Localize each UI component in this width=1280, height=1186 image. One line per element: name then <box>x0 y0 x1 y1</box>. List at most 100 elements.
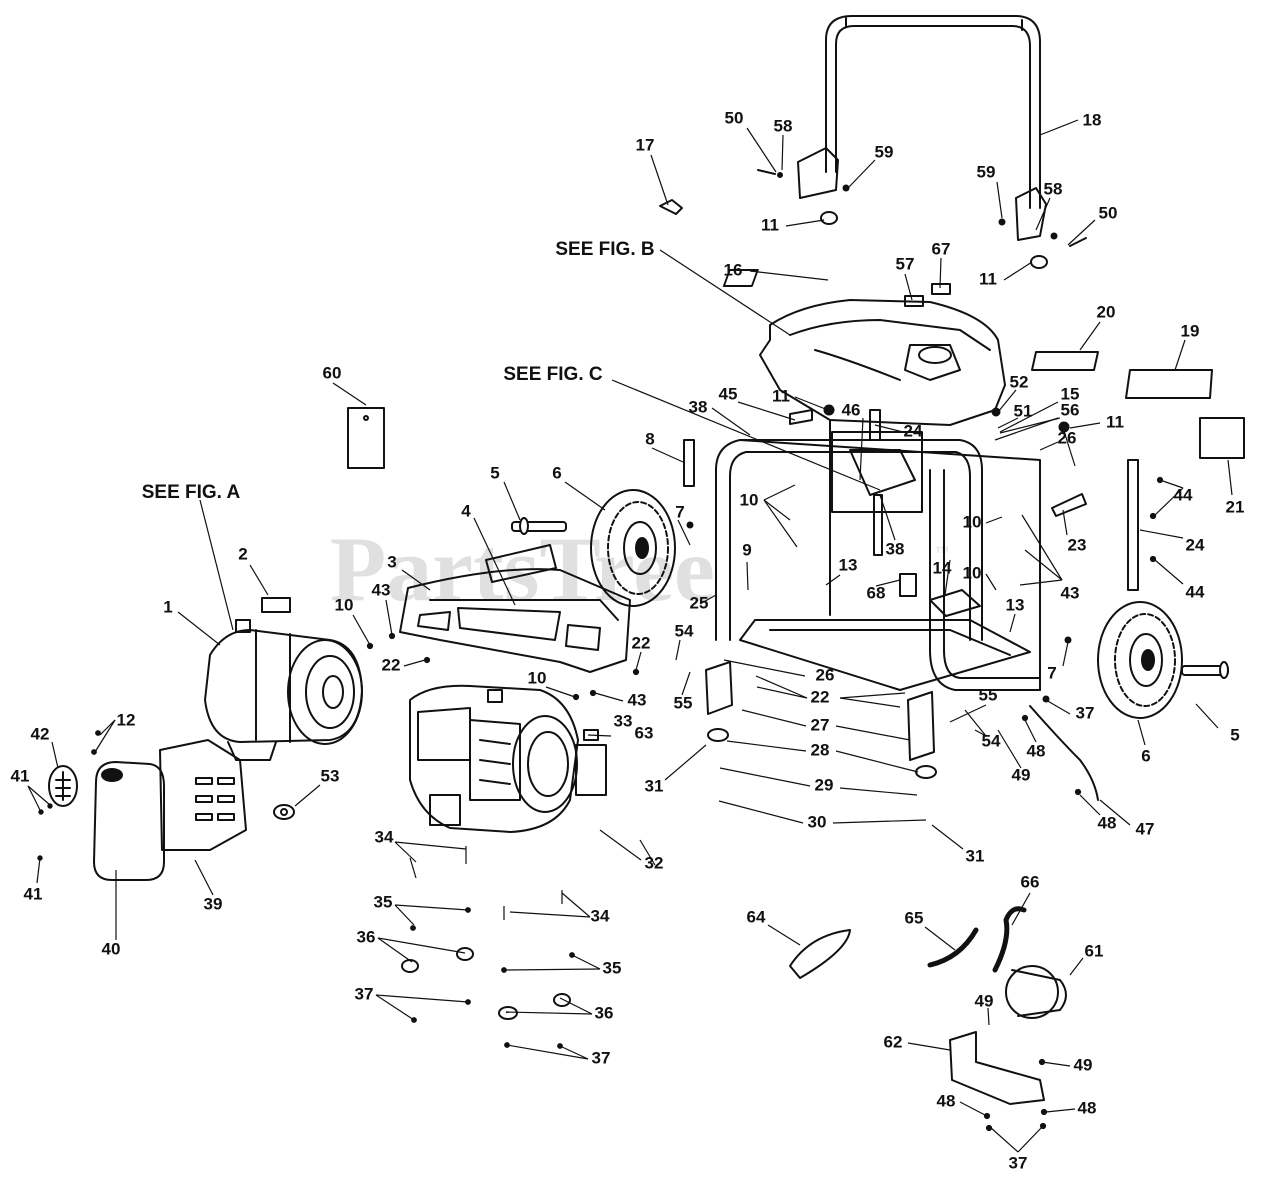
callout-number: 55 <box>674 693 693 712</box>
callout-number: 65 <box>905 908 924 927</box>
leader-lines <box>27 119 1233 1153</box>
callout-number: 5 <box>490 463 499 482</box>
callout-number: 33 <box>614 711 633 730</box>
callout-number: 43 <box>372 580 391 599</box>
callout-number: 54 <box>675 621 694 640</box>
figure-reference-label: SEE FIG. A <box>142 482 241 503</box>
callout-number: 39 <box>204 894 223 913</box>
callout-number: 18 <box>1083 110 1102 129</box>
alternator <box>204 619 363 761</box>
callout-number: 68 <box>867 583 886 602</box>
callout-number: 40 <box>102 939 121 958</box>
callout-number: 22 <box>811 687 830 706</box>
callout-number: 58 <box>774 116 793 135</box>
callout-number: 43 <box>628 690 647 709</box>
callout-number: 43 <box>1061 583 1080 602</box>
callout-number: 62 <box>884 1032 903 1051</box>
callout-number: 5 <box>1230 725 1239 744</box>
callout-number: 26 <box>1058 428 1077 447</box>
callout-number: 50 <box>1099 203 1118 222</box>
hardware-bolts <box>37 404 1164 1132</box>
callout-number: 16 <box>724 260 743 279</box>
callout-number: 67 <box>932 239 951 258</box>
callout-number: 50 <box>725 108 744 127</box>
callout-number: 58 <box>1044 179 1063 198</box>
callout-number: 35 <box>603 958 622 977</box>
callout-number: 15 <box>1061 384 1080 403</box>
callout-number: 37 <box>1076 703 1095 722</box>
callout-number: 3 <box>387 552 396 571</box>
callout-number: 31 <box>645 776 664 795</box>
callout-number: 56 <box>1061 400 1080 419</box>
callout-number: 41 <box>24 884 43 903</box>
callout-number: 21 <box>1226 497 1245 516</box>
handle-hardware <box>659 169 1087 269</box>
callout-number: 10 <box>528 668 547 687</box>
callout-number: 52 <box>1010 372 1029 391</box>
callout-number: 49 <box>975 991 994 1010</box>
callout-number: 23 <box>1068 535 1087 554</box>
callout-number: 49 <box>1074 1055 1093 1074</box>
callout-number: 45 <box>719 384 738 403</box>
callout-number: 8 <box>645 429 654 448</box>
callout-number: 47 <box>1136 819 1155 838</box>
callout-number: 13 <box>1006 595 1025 614</box>
callout-number: 38 <box>886 539 905 558</box>
callout-number: 31 <box>966 846 985 865</box>
callout-number: 9 <box>742 540 751 559</box>
callout-number: 12 <box>117 710 136 729</box>
callout-number: 41 <box>11 766 30 785</box>
muffler-assembly <box>48 739 295 881</box>
callout-number: 54 <box>982 731 1001 750</box>
callout-number: 13 <box>839 555 858 574</box>
callout-number: 51 <box>1014 401 1033 420</box>
callout-number: 48 <box>937 1091 956 1110</box>
callout-number: 36 <box>595 1003 614 1022</box>
callout-number: 14 <box>933 558 952 577</box>
callout-number: 49 <box>1012 765 1031 784</box>
callout-number: 27 <box>811 715 830 734</box>
watermark-trademark: ™ <box>935 545 949 560</box>
callout-number: 7 <box>675 502 684 521</box>
callout-number: 34 <box>375 827 394 846</box>
callout-number: 36 <box>357 927 376 946</box>
callout-number: 59 <box>977 162 996 181</box>
callout-number: 66 <box>1021 872 1040 891</box>
fuel-tank <box>722 269 1006 426</box>
callout-number: 64 <box>747 907 766 926</box>
callout-number: 28 <box>811 740 830 759</box>
callout-number: 19 <box>1181 321 1200 340</box>
callout-number: 60 <box>323 363 342 382</box>
callout-number: 7 <box>1047 663 1056 682</box>
callout-number: 61 <box>1085 941 1104 960</box>
callout-number: 30 <box>808 812 827 831</box>
callout-number: 26 <box>816 665 835 684</box>
callout-number: 22 <box>382 655 401 674</box>
callout-number: 35 <box>374 892 393 911</box>
callout-number: 6 <box>1141 746 1150 765</box>
callout-number: 38 <box>689 397 708 416</box>
callout-number: 10 <box>335 595 354 614</box>
callout-number: 32 <box>645 853 664 872</box>
callout-number: 22 <box>632 633 651 652</box>
callout-number: 48 <box>1027 741 1046 760</box>
vibration-mounts <box>705 661 937 779</box>
accessories <box>789 705 1099 1105</box>
callout-number: 11 <box>761 215 779 234</box>
callout-number: 59 <box>875 142 894 161</box>
callout-number: 48 <box>1078 1098 1097 1117</box>
generator-frame <box>715 409 1139 691</box>
callout-number: 44 <box>1186 582 1205 601</box>
callout-number: 10 <box>963 512 982 531</box>
figure-reference-label: SEE FIG. C <box>503 364 603 385</box>
callout-number: 53 <box>321 766 340 785</box>
figure-reference-label: SEE FIG. B <box>555 239 654 260</box>
callout-number: 48 <box>1098 813 1117 832</box>
figure-references: SEE FIG. A SEE FIG. B SEE FIG. C <box>142 239 655 503</box>
callout-number: 63 <box>635 723 654 742</box>
engine <box>409 684 579 833</box>
callout-number: 34 <box>591 906 610 925</box>
callout-number: 2 <box>238 544 247 563</box>
